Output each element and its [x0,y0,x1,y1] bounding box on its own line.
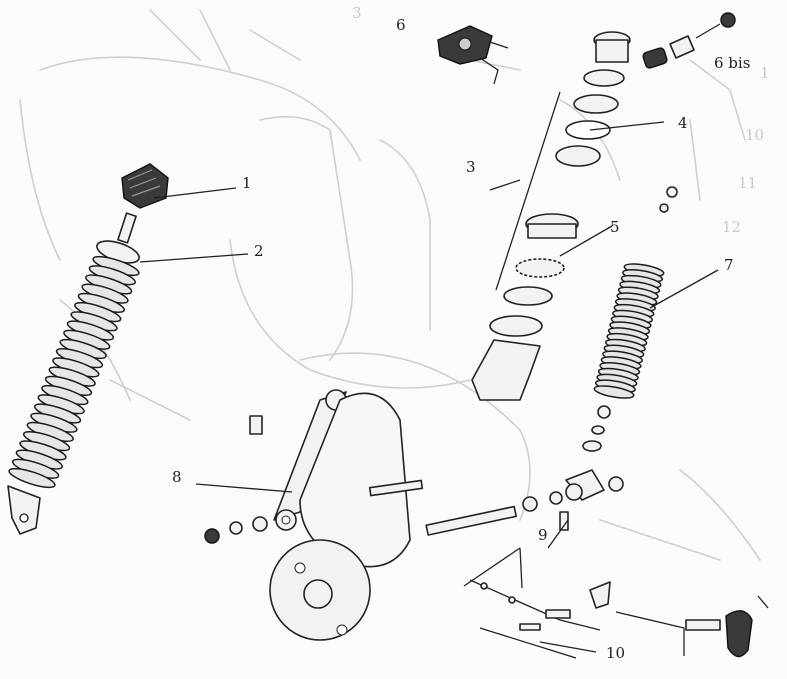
ghost-label-11: 11 [738,174,757,192]
callout-2: 2 [254,242,264,260]
callout-9: 9 [538,526,548,544]
part-3-4-5-steering-bearing-stack [471,31,631,401]
part-2-rear-shock-absorber [7,212,140,535]
callout-6-bis: 6 bis [714,54,750,72]
callout-3: 3 [466,158,476,176]
part-9-adjuster-bolt [559,469,624,531]
callout-4: 4 [678,114,688,132]
spring-coil [8,467,56,489]
callout-8: 8 [172,468,182,486]
part-10-brake-linkage [469,579,769,658]
part-6-steering-lock [437,25,509,85]
leader-lines [139,91,719,659]
spring-coil [593,385,635,399]
ghost-label-12: 12 [722,218,741,236]
ghost-label-1: 1 [760,64,770,82]
shock-spring-coils [8,255,140,489]
part-1-rubber-buffer [121,163,169,209]
callout-1: 1 [242,174,252,192]
ghost-label-3: 3 [352,4,362,22]
callout-7: 7 [724,256,734,274]
ghost-label-10: 10 [745,126,764,144]
part-8-front-damper-arm [204,389,563,641]
callout-6: 6 [396,16,406,34]
ghost-background-drawing: 10 11 12 1 3 [19,4,770,561]
callout-10: 10 [606,644,625,662]
callout-5: 5 [610,218,620,236]
callout-labels: 1 2 3 4 5 6 6 bis 7 8 9 10 [172,16,750,662]
part-6bis-key-lock [642,12,736,69]
fork-spring-coils [593,263,665,399]
part-7-fork-spring [582,186,678,452]
